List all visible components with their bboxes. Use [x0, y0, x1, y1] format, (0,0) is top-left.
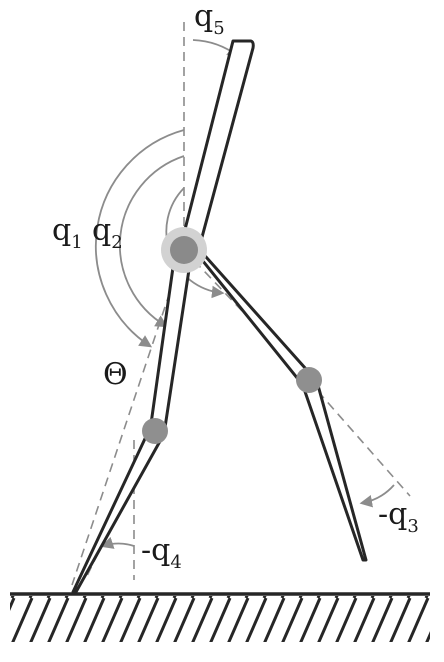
swing-thigh-link — [184, 238, 316, 386]
links — [71, 39, 368, 594]
arc-q4 — [100, 536, 135, 549]
swing-knee-joint — [296, 367, 322, 393]
label-q5: q5 — [194, 0, 225, 39]
label-q2: q2 — [92, 213, 123, 253]
ground — [10, 592, 430, 642]
label-theta: Θ — [103, 357, 128, 392]
stance-knee-joint — [142, 418, 168, 444]
swing-thigh-extension — [307, 379, 411, 497]
label-q1: q1 — [52, 213, 83, 253]
label-q3: -q3 — [378, 497, 419, 537]
label-q4: -q4 — [141, 533, 182, 573]
hip-joint — [170, 236, 198, 264]
joints — [142, 227, 322, 444]
stance-thigh-link — [148, 244, 194, 436]
arc-theta — [95, 129, 185, 348]
angle-labels: q5 q1 q2 Θ -q4 -q3 — [52, 0, 419, 573]
ground-hatching — [10, 596, 430, 642]
swing-shank-link — [299, 376, 368, 562]
torso-link — [178, 39, 255, 254]
arc-q1 — [119, 155, 185, 328]
arc-q3 — [359, 484, 395, 508]
